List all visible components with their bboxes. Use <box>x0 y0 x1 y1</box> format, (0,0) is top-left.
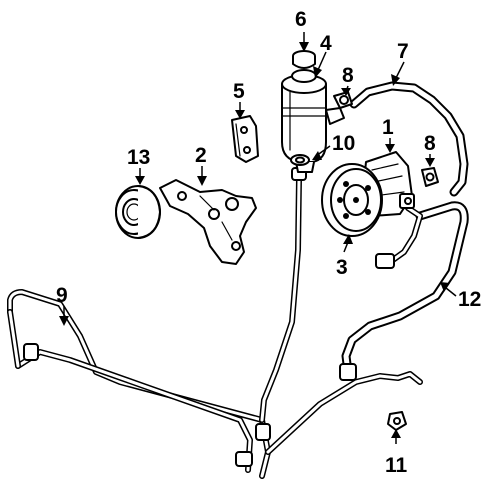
part-5-bracket <box>231 115 259 163</box>
part-10-hose-clamp <box>290 154 310 166</box>
part-12-pressure-hose <box>339 201 469 381</box>
part-9-tube-assembly <box>7 289 271 479</box>
callout-9: 9 <box>56 284 68 307</box>
tube-clamp-right <box>255 423 271 441</box>
callout-13: 13 <box>127 146 150 169</box>
callout-2: 2 <box>195 144 207 167</box>
part-2-pump-bracket <box>159 179 257 265</box>
part-11-clamp <box>387 411 407 431</box>
callout-7: 7 <box>397 40 409 63</box>
callout-10: 10 <box>332 132 355 155</box>
callout-8-upper: 8 <box>342 64 354 87</box>
callout-5: 5 <box>233 80 245 103</box>
part-6-reservoir-cap <box>292 50 316 69</box>
callout-12: 12 <box>458 288 481 311</box>
part-13-idler-pulley <box>115 185 161 239</box>
part-4-reservoir <box>281 69 345 173</box>
pressure-hose-end <box>339 363 357 381</box>
part-8-clamp-upper <box>333 91 353 109</box>
reservoir-return-hose <box>259 167 423 455</box>
callout-4: 4 <box>320 32 332 55</box>
leader-lines <box>59 32 457 444</box>
callout-8-right: 8 <box>424 132 436 155</box>
callout-labels: 6 4 8 7 5 1 8 10 13 2 3 12 9 11 <box>56 8 481 477</box>
part-8-clamp-right <box>421 167 439 187</box>
pressure-hose-fitting <box>375 253 395 269</box>
callout-11: 11 <box>385 454 408 477</box>
tube-clamp-bottom <box>235 451 253 467</box>
callout-3: 3 <box>336 256 348 279</box>
callout-1: 1 <box>382 116 394 139</box>
part-3-pulley <box>321 163 383 237</box>
part-7-return-hose <box>349 81 469 197</box>
tube-clamp-left <box>23 343 39 361</box>
callout-6: 6 <box>295 8 307 31</box>
